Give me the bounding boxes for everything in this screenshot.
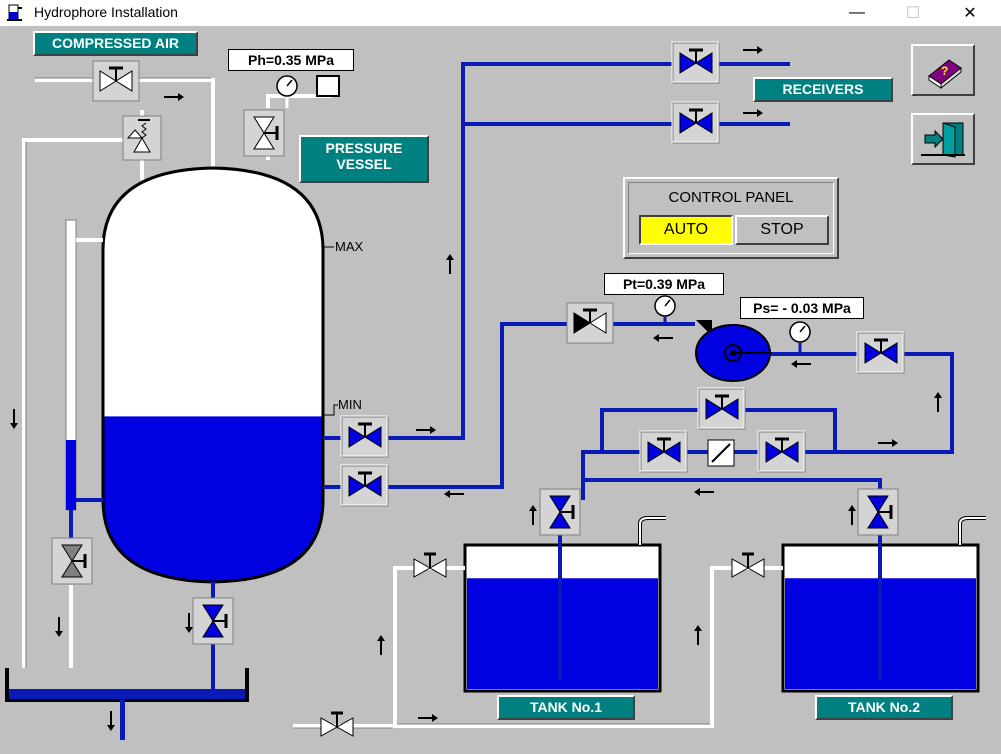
tank1-suction-valve[interactable]: [538, 487, 582, 537]
tank-1: [463, 516, 666, 693]
maximize-button[interactable]: ☐: [890, 0, 936, 26]
arrow-down-icon: [9, 408, 19, 430]
level-gauge-glass: [65, 219, 103, 668]
ps-readout: Ps= - 0.03 MPa: [740, 297, 864, 319]
safety-relief-valve[interactable]: [122, 115, 162, 161]
maximize-icon: ☐: [905, 5, 921, 22]
arrow-left-icon: [652, 333, 674, 343]
receiver-valve-1[interactable]: [670, 40, 721, 85]
arrow-down-icon: [54, 616, 64, 638]
filter-inlet-valve[interactable]: [638, 429, 689, 474]
pump[interactable]: [695, 320, 771, 382]
app-icon: [7, 4, 22, 21]
control-panel-title: CONTROL PANEL: [668, 189, 794, 206]
diagram-canvas: MAX MIN COMPRESSED AIR PRESSURE VESSEL R…: [0, 26, 1001, 754]
arrow-right-icon: [163, 92, 185, 102]
tank2-label: TANK No.2: [815, 695, 953, 720]
hydrophore-diagram: [5, 40, 986, 740]
arrow-left-icon: [790, 359, 812, 369]
vent-valve[interactable]: [242, 108, 286, 158]
arrow-right-icon: [415, 425, 437, 435]
pump-suction-valve[interactable]: [855, 330, 906, 375]
arrow-right-icon: [877, 438, 899, 448]
pressure-vessel-label-line2: VESSEL: [336, 156, 392, 173]
vessel-water-level: [103, 416, 323, 582]
pump-discharge-valve[interactable]: [565, 301, 615, 345]
exit-button[interactable]: [911, 113, 975, 165]
close-icon: ✕: [963, 5, 977, 22]
pressure-vessel-label-line1: PRESSURE: [325, 140, 403, 156]
exit-door-icon: [921, 122, 965, 158]
drain-tray: [5, 668, 249, 740]
min-level-label: MIN: [338, 397, 362, 412]
compressed-air-label: COMPRESSED AIR: [33, 31, 198, 56]
receiver-valve-2[interactable]: [670, 100, 721, 145]
tank1-label: TANK No.1: [497, 695, 635, 720]
tank-2: [781, 516, 986, 693]
vessel-drain-valve[interactable]: [191, 596, 235, 646]
receivers-label: RECEIVERS: [753, 77, 893, 102]
arrow-up-icon: [693, 624, 703, 646]
bypass-valve[interactable]: [696, 386, 747, 431]
minimize-button[interactable]: —: [834, 0, 880, 26]
tank1-fill-valve[interactable]: [412, 552, 448, 579]
ph-readout: Ph=0.35 MPa: [228, 49, 354, 71]
arrow-up-icon: [847, 504, 857, 526]
pressure-vessel: [101, 166, 325, 584]
auto-button[interactable]: AUTO: [639, 215, 733, 245]
arrow-up-icon: [376, 634, 386, 656]
tank1-water-level: [467, 578, 658, 689]
pt-readout: Pt=0.39 MPa: [604, 273, 724, 295]
control-panel: CONTROL PANEL AUTO STOP: [623, 177, 839, 259]
max-level-label: MAX: [335, 239, 364, 254]
tank2-fill-valve[interactable]: [730, 552, 766, 579]
window-title: Hydrophore Installation: [34, 4, 178, 20]
close-button[interactable]: ✕: [947, 0, 993, 26]
stop-button[interactable]: STOP: [735, 215, 829, 245]
filter-outlet-valve[interactable]: [756, 429, 807, 474]
pressure-vessel-label: PRESSURE VESSEL: [299, 135, 429, 183]
gauge-ps-dial: [789, 321, 811, 354]
vessel-inlet-valve[interactable]: [339, 463, 390, 508]
arrow-up-icon: [933, 391, 943, 413]
tank2-suction-valve[interactable]: [856, 487, 900, 537]
control-panel-inner: [628, 182, 834, 254]
arrow-right-icon: [417, 713, 439, 723]
minimize-icon: —: [849, 4, 865, 21]
arrow-down-icon: [184, 612, 194, 634]
title-bar: Hydrophore Installation — ☐ ✕: [0, 0, 1001, 26]
filter: [707, 439, 735, 467]
help-button[interactable]: ?: [911, 44, 975, 96]
vessel-outlet-valve[interactable]: [339, 414, 390, 459]
help-book-icon: ?: [928, 59, 962, 90]
gauge-ph-dial: [276, 75, 340, 108]
svg-text:?: ?: [941, 64, 948, 78]
arrow-up-icon: [528, 504, 538, 526]
arrow-left-icon: [693, 487, 715, 497]
gauge-glass-drain-valve[interactable]: [50, 536, 94, 586]
compressed-air-valve[interactable]: [91, 59, 141, 103]
arrow-down-icon: [106, 710, 116, 732]
gauge-pt-dial: [654, 295, 676, 324]
arrow-right-icon: [742, 108, 764, 118]
main-fill-valve[interactable]: [319, 711, 355, 738]
arrow-left-icon: [443, 489, 465, 499]
arrow-right-icon: [742, 45, 764, 55]
arrow-up-icon: [445, 253, 455, 275]
